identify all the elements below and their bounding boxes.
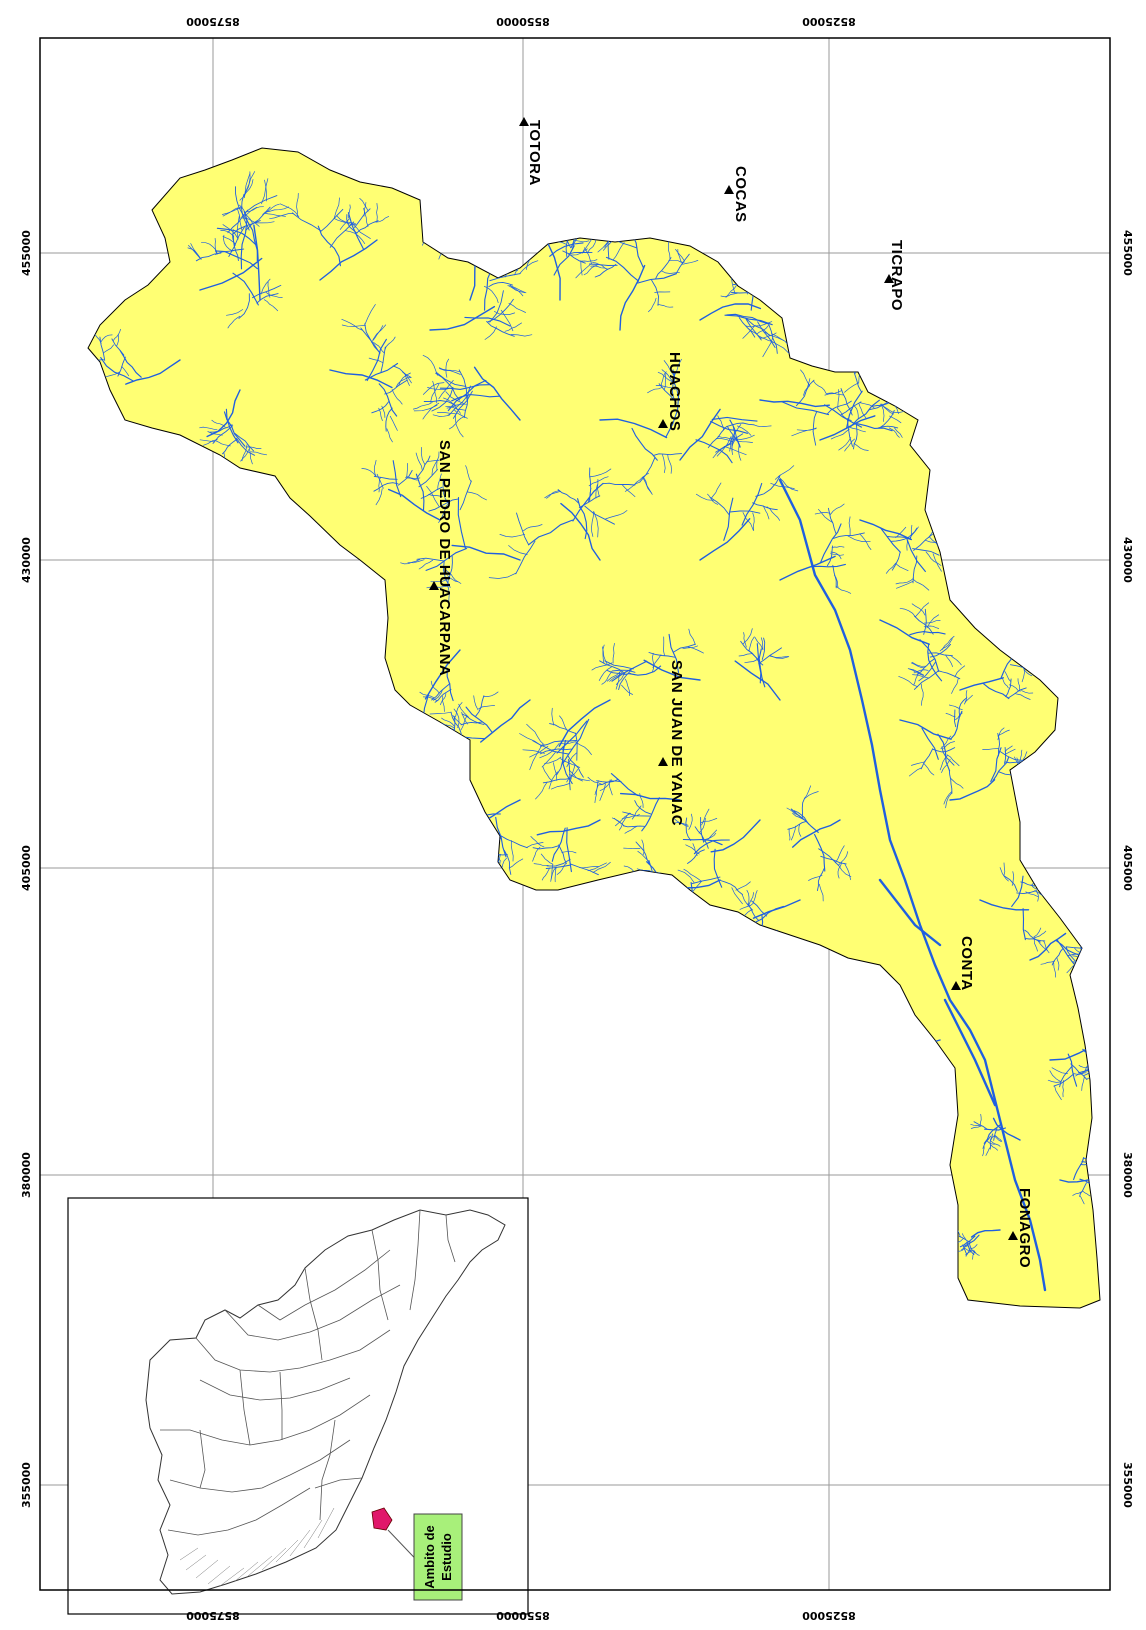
easting-tick-left: 405000 bbox=[20, 845, 33, 891]
triangle-marker-icon bbox=[884, 274, 894, 283]
easting-tick-right: 380000 bbox=[1121, 1152, 1134, 1198]
town-label: CONTA bbox=[958, 936, 975, 991]
easting-tick-left: 355000 bbox=[20, 1462, 33, 1508]
triangle-marker-icon bbox=[429, 581, 439, 590]
easting-tick-right: 355000 bbox=[1121, 1462, 1134, 1508]
study-area-marker bbox=[371, 1507, 393, 1531]
town-label: SAN JUAN DE YANAC bbox=[668, 660, 685, 826]
basin-area bbox=[87, 147, 1101, 1309]
triangle-marker-icon bbox=[658, 757, 668, 766]
easting-tick-left: 430000 bbox=[20, 537, 33, 583]
easting-tick-right: 430000 bbox=[1121, 537, 1134, 583]
easting-tick-left: 455000 bbox=[20, 230, 33, 276]
town-label: COCAS bbox=[732, 166, 749, 223]
triangle-marker-icon bbox=[724, 185, 734, 194]
town-markers: TOTORA COCAS TICRAPO HUACHOS SAN PEDRO DE HU… bbox=[429, 117, 1033, 1268]
northing-tick-bottom: 8575000 bbox=[186, 1609, 240, 1622]
inset-region-outline bbox=[145, 1209, 506, 1595]
main-river bbox=[778, 478, 1047, 1292]
northing-tick-top: 8575000 bbox=[186, 15, 240, 28]
inset-callout: Ambito de Estudio bbox=[413, 1513, 463, 1601]
triangle-marker-icon bbox=[951, 981, 961, 990]
northing-tick-bottom: 8525000 bbox=[802, 1609, 856, 1622]
easting-tick-right: 405000 bbox=[1121, 845, 1134, 891]
town-label: TOTORA bbox=[526, 120, 543, 186]
triangle-marker-icon bbox=[519, 117, 529, 126]
northing-tick-top: 8550000 bbox=[496, 15, 550, 28]
triangle-marker-icon bbox=[658, 419, 668, 428]
triangle-marker-icon bbox=[1008, 1231, 1018, 1240]
inset-label-line2: Estudio bbox=[439, 1533, 454, 1581]
map-frame bbox=[39, 37, 1111, 1591]
northing-tick-top: 8525000 bbox=[802, 15, 856, 28]
easting-tick-right: 455000 bbox=[1121, 230, 1134, 276]
town-label: SAN PEDRO DE HUACARPANA bbox=[436, 440, 453, 676]
town-label: HUACHOS bbox=[666, 352, 683, 431]
northing-tick-bottom: 8550000 bbox=[496, 1609, 550, 1622]
inset-label-line1: Ambito de bbox=[422, 1525, 437, 1589]
town-label: FONAGRO bbox=[1016, 1188, 1033, 1268]
inset-map: Ambito de Estudio bbox=[67, 1197, 529, 1615]
town-label: TICRAPO bbox=[888, 240, 905, 311]
coordinate-ticks: 8575000 8550000 8525000 8575000 8550000 … bbox=[20, 15, 1134, 1622]
easting-tick-left: 380000 bbox=[20, 1152, 33, 1198]
